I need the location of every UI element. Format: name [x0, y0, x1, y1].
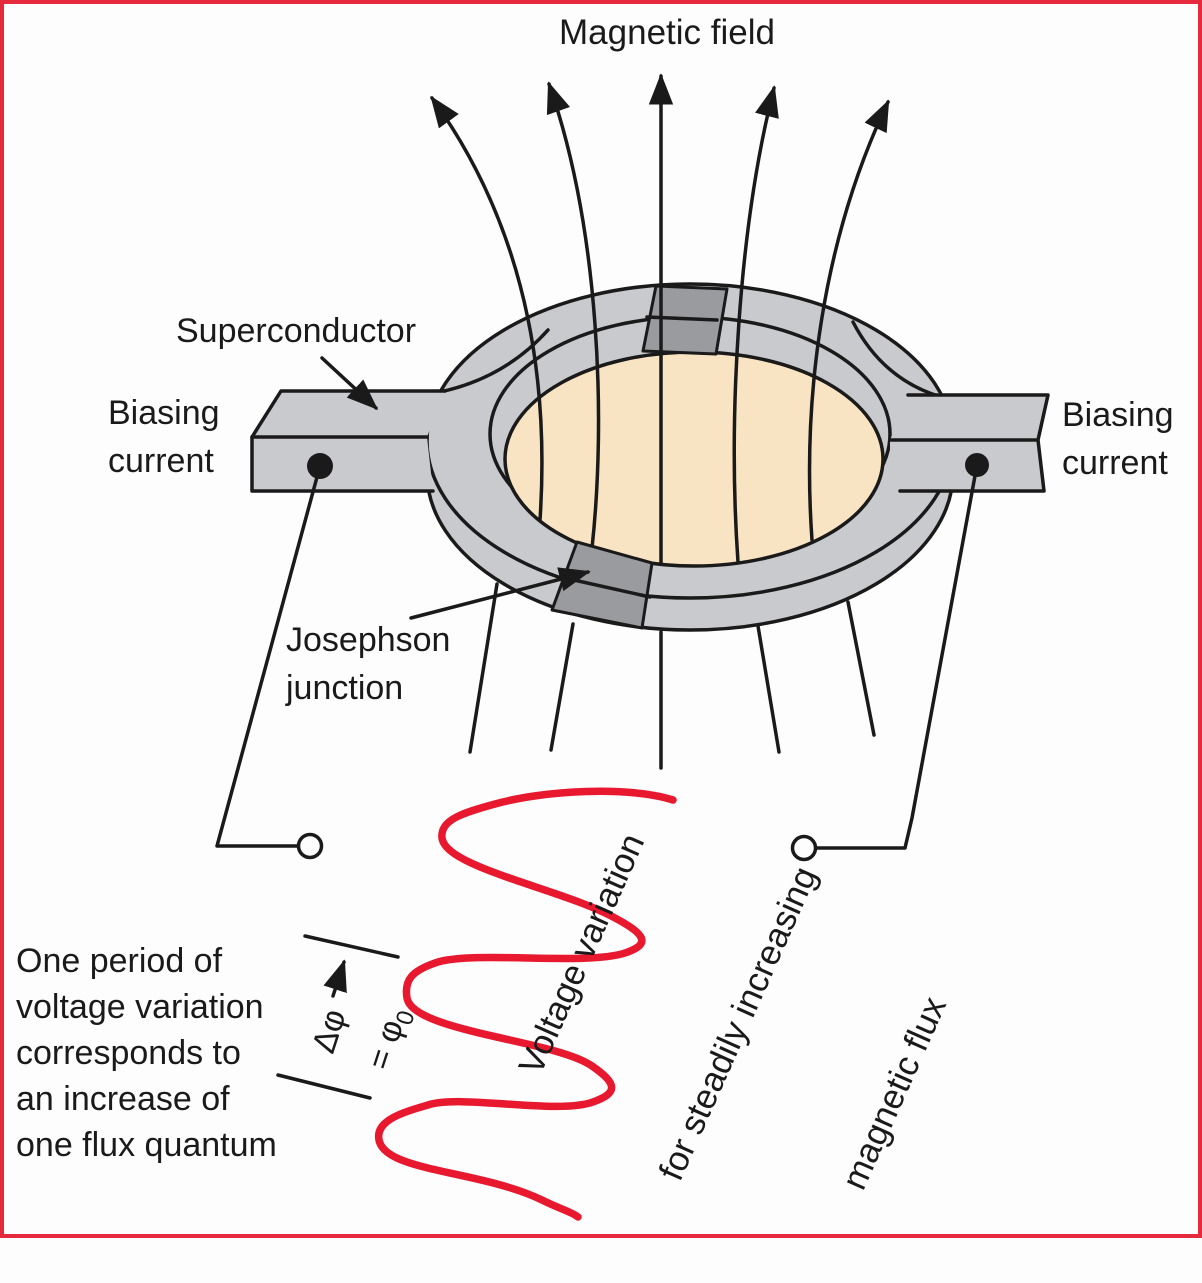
right-arm-fillet — [851, 320, 940, 398]
left-arm — [436, 314, 576, 424]
josephson-arrow — [409, 567, 591, 620]
magnetic-field-lines-lower — [468, 582, 876, 770]
squid-diagram — [215, 73, 1050, 1221]
josephson-junction-top — [641, 284, 729, 356]
superconductor-arrow — [320, 356, 379, 410]
voltage-wave — [375, 787, 677, 1221]
left-bias-tab — [250, 389, 447, 493]
ring-hole — [503, 350, 885, 568]
magnetic-field-lines — [430, 73, 890, 566]
left-terminal — [296, 832, 324, 860]
period-arrow — [323, 959, 347, 998]
left-wire — [215, 464, 322, 848]
period-ticks — [276, 934, 400, 1100]
superconductor-label: Superconductor — [176, 312, 417, 350]
bias-wires — [215, 463, 979, 862]
right-terminal — [790, 834, 818, 862]
right-wire — [814, 463, 979, 850]
right-bias-tab — [888, 393, 1050, 493]
superconductor-ring — [425, 282, 955, 632]
magnetic-field-label: Magnetic field — [559, 13, 775, 52]
left-arm-fillet — [438, 328, 550, 394]
